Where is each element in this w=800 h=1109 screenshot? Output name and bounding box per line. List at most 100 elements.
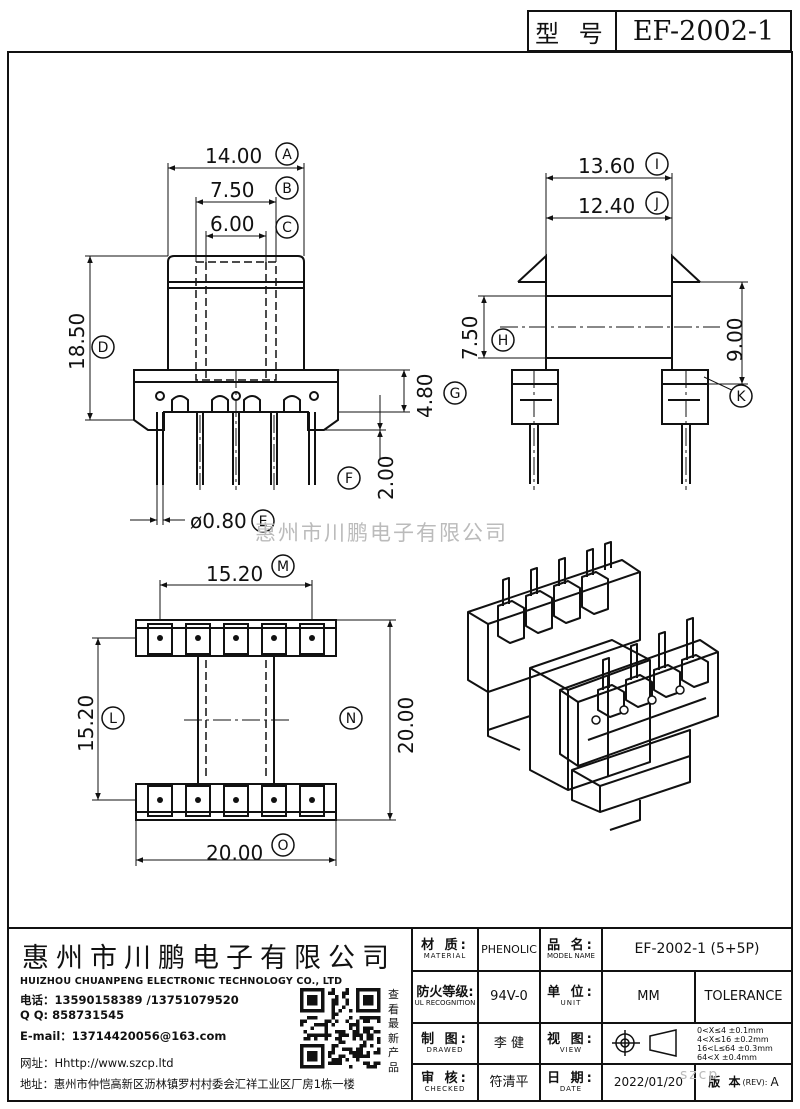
dim-m-value: 15.20 <box>206 562 263 586</box>
tag-a: A <box>282 147 292 163</box>
qr-finder <box>307 995 318 1006</box>
qr-module <box>331 1016 335 1020</box>
qr-module <box>363 1054 367 1058</box>
date-value: 2022/01/20 <box>613 1075 684 1090</box>
qr-module <box>373 1016 377 1020</box>
unit-value: MM <box>637 988 660 1004</box>
qr-module <box>331 1051 335 1055</box>
qr-module <box>349 1051 353 1055</box>
isometric-view <box>467 541 719 831</box>
flame-label-cell: 防火等级: UL RECOGNITION <box>414 985 476 1008</box>
qr-module <box>317 1033 321 1037</box>
qr-module <box>317 1023 321 1027</box>
tag-l: L <box>109 711 117 727</box>
qr-module <box>321 1023 325 1027</box>
qr-caption: 查看最新产品 <box>388 988 399 1074</box>
qr-module <box>335 1002 339 1006</box>
qr-module <box>363 1030 367 1034</box>
qr-module <box>310 1016 314 1020</box>
dimension-tags <box>91 142 753 857</box>
qr-module <box>377 1061 381 1065</box>
qr-module <box>373 1065 377 1069</box>
dim-o-value: 20.00 <box>206 841 263 865</box>
qr-module <box>345 991 349 995</box>
qr-module <box>366 1026 370 1030</box>
qr-module <box>349 1023 353 1027</box>
tag-f: F <box>345 471 353 487</box>
watermark-text: 惠州市川鹏电子有限公司 <box>255 521 508 545</box>
qr-module <box>363 1044 367 1048</box>
model-label: 型 号 <box>529 12 617 50</box>
qr-module <box>356 1047 360 1051</box>
dim-l-value: 15.20 <box>74 695 98 752</box>
qr-module <box>342 991 346 995</box>
dim-e-value: ø0.80 <box>190 509 247 533</box>
qr-module <box>300 1023 304 1027</box>
model-value: EF-2002-1 <box>632 15 775 47</box>
qr-module <box>335 998 339 1002</box>
qr-module <box>366 1065 370 1069</box>
qr-module <box>324 1033 328 1037</box>
tag-m: M <box>277 559 289 575</box>
qr-module <box>359 1016 363 1020</box>
qr-module <box>349 1065 353 1069</box>
revision-cell: 版 本(REV):A <box>708 1075 779 1090</box>
tag-b: B <box>282 181 292 197</box>
qr-module <box>370 1044 374 1048</box>
checked-value: 符清平 <box>489 1074 529 1090</box>
qr-module <box>331 988 335 992</box>
tolerance-label: TOLERANCE <box>704 988 783 1004</box>
view-label-cell: 视 图: VIEW <box>547 1032 595 1055</box>
qr-module <box>373 1030 377 1034</box>
qr-module <box>370 1037 374 1041</box>
qr-module <box>349 1009 353 1013</box>
tag-d: D <box>98 340 109 356</box>
qr-module <box>328 1033 332 1037</box>
material-label-cell: 材 质: MATERIAL <box>421 938 469 961</box>
unit-label-cell: 单 位: UNIT <box>547 985 595 1008</box>
qr-module <box>359 1054 363 1058</box>
qr-module <box>366 1037 370 1041</box>
qr-module <box>356 1033 360 1037</box>
qr-module <box>307 1016 311 1020</box>
date-label-cell: 日 期: DATE <box>547 1071 595 1094</box>
qr-module <box>331 1002 335 1006</box>
qr-module <box>359 1033 363 1037</box>
qr-module <box>328 1061 332 1065</box>
company-qq: Q Q: 858731545 <box>20 1008 125 1022</box>
dim-a-value: 14.00 <box>205 144 262 168</box>
qr-module <box>352 1037 356 1041</box>
qr-module <box>324 1023 328 1027</box>
front-view <box>133 255 339 485</box>
qr-module <box>359 1044 363 1048</box>
tag-o: O <box>277 838 288 854</box>
qr-module <box>324 1019 328 1023</box>
qr-module <box>349 1026 353 1030</box>
qr-module <box>352 1054 356 1058</box>
qr-module <box>356 1054 360 1058</box>
qr-module <box>335 1019 339 1023</box>
qr-module <box>307 1037 311 1041</box>
qr-module <box>377 1016 381 1020</box>
qr-module <box>373 1061 377 1065</box>
qr-module <box>366 1051 370 1055</box>
company-name-cn: 惠州市川鹏电子有限公司 <box>22 943 396 974</box>
qr-module <box>359 1051 363 1055</box>
qr-module <box>356 1026 360 1030</box>
qr-module <box>328 1054 332 1058</box>
qr-module <box>370 1016 374 1020</box>
dim-c-value: 6.00 <box>210 212 255 236</box>
qr-module <box>331 998 335 1002</box>
qr-code <box>300 988 381 1069</box>
tag-g: G <box>450 386 461 402</box>
qr-module <box>345 1002 349 1006</box>
drawing-frame <box>7 51 793 1102</box>
drawn-value: 李 健 <box>493 1035 525 1051</box>
qr-module <box>370 1033 374 1037</box>
qr-module <box>342 995 346 999</box>
qr-module <box>342 1040 346 1044</box>
dim-h-value: 7.50 <box>458 315 482 360</box>
qr-module <box>314 1016 318 1020</box>
qr-module <box>366 1054 370 1058</box>
qr-module <box>331 1005 335 1009</box>
